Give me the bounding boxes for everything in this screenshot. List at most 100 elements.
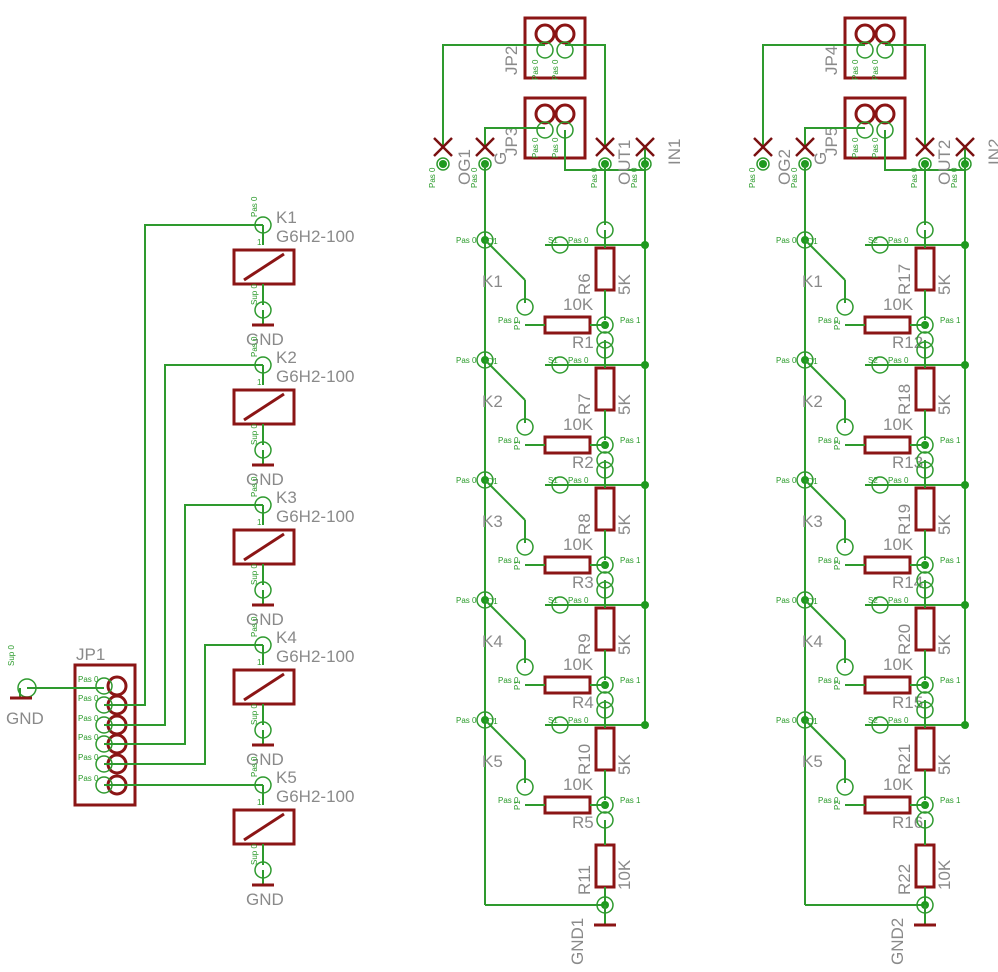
series-pad xyxy=(916,581,934,599)
switch-s-text: S2 xyxy=(868,356,878,365)
terminal-pin-text: Pas 0 xyxy=(630,167,639,188)
ladder-gnd-label: GND1 xyxy=(568,918,587,965)
relay-sup-text: Sup 0 xyxy=(250,424,259,445)
jp1-body xyxy=(73,663,137,807)
shunt-resistor xyxy=(543,795,592,815)
switch-p-text: P1 xyxy=(513,320,522,330)
switch-pin-text: Pas 0 xyxy=(456,476,477,485)
series-ref: R9 xyxy=(575,633,594,655)
switch-p-text: P2 xyxy=(833,680,842,690)
relay-gnd-label: GND xyxy=(246,470,284,489)
relay-sup-text: Sup 0 xyxy=(250,564,259,585)
header-pin xyxy=(554,23,576,45)
series-resistor xyxy=(914,246,936,292)
series-ref: R17 xyxy=(895,264,914,295)
terminal-out-label: OUT2 xyxy=(935,140,954,185)
header-pin-text: Pas 0 xyxy=(551,137,560,158)
junction-dot xyxy=(641,721,649,729)
term-ref: R22 xyxy=(895,864,914,895)
relay-coil-diagonal xyxy=(243,672,285,702)
terminal-out-label: OUT1 xyxy=(615,140,634,185)
gnd-label-left: GND xyxy=(6,709,44,728)
series-pad xyxy=(596,701,614,719)
switch-pad-left xyxy=(476,471,494,489)
header-pin xyxy=(554,103,576,125)
terminal-og-label: OG2 xyxy=(775,149,794,185)
switch-s-text: S1 xyxy=(548,716,558,725)
terminal-pad xyxy=(756,157,770,171)
switch-pin-text: Pas 0 xyxy=(776,716,797,725)
switch-p-text: P1 xyxy=(513,800,522,810)
switch-s-text: S2 xyxy=(868,716,878,725)
switch-pad-left xyxy=(476,591,494,609)
switch-relay-label: K1 xyxy=(482,272,503,291)
shunt-value: 10K xyxy=(883,535,914,554)
shunt-resistor xyxy=(863,795,912,815)
relay-sup-text: Sup 0 xyxy=(250,844,259,865)
switch-s-text: S2 xyxy=(868,236,878,245)
terminal-in-label: IN1 xyxy=(665,139,684,165)
shunt-pin-text: Pas 1 xyxy=(620,316,641,325)
relay-gnd-label: GND xyxy=(246,330,284,349)
series-resistor xyxy=(594,606,616,652)
series-ref: R18 xyxy=(895,384,914,415)
switch-blade xyxy=(484,599,526,641)
series-resistor xyxy=(914,486,936,532)
terminal-in-label: IN2 xyxy=(985,139,998,165)
relay-ref: K3 xyxy=(276,488,297,507)
shunt-pin-text: Pas 1 xyxy=(940,316,961,325)
header-pad xyxy=(876,41,894,59)
shunt-pin-text-left: Pas 0 xyxy=(818,556,839,565)
switch-relay-label: K4 xyxy=(802,632,823,651)
series-resistor xyxy=(594,726,616,772)
shunt-value: 10K xyxy=(563,775,594,794)
series-pad xyxy=(596,341,614,359)
switch-q-text: Q1 xyxy=(807,477,818,486)
series-value: 5K xyxy=(615,634,634,655)
relay-pin-text: Pas 0 xyxy=(250,616,259,637)
relay-pin-num: 1 xyxy=(257,798,262,807)
switch-blade xyxy=(804,719,846,761)
term-ref: R11 xyxy=(575,865,594,895)
relay-pin-num: 1 xyxy=(257,658,262,667)
switch-p-text: P1 xyxy=(513,680,522,690)
switch-s-pas-text: Pas 0 xyxy=(888,476,909,485)
switch-s-text: S1 xyxy=(548,596,558,605)
relay-pin-text: Pas 0 xyxy=(250,196,259,217)
header-pin-text: Pas 0 xyxy=(531,137,540,158)
junction-dot xyxy=(759,160,767,168)
header-wire xyxy=(565,44,606,148)
relay-value: G6H2-100 xyxy=(276,507,354,526)
shunt-pin-text-left: Pas 0 xyxy=(498,436,519,445)
header-pin xyxy=(874,103,896,125)
terminal-pin-text: Pas 0 xyxy=(748,167,757,188)
switch-s-pas-text: Pas 0 xyxy=(568,476,589,485)
junction-dot xyxy=(961,721,969,729)
wire xyxy=(753,137,773,157)
junction-dot xyxy=(961,601,969,609)
switch-p-text: P2 xyxy=(833,800,842,810)
shunt-ref: R1 xyxy=(572,333,594,352)
header-top-label: JP4 xyxy=(822,46,841,75)
relay-pin-text: Pas 0 xyxy=(250,756,259,777)
series-ref: R20 xyxy=(895,624,914,655)
jp1-pin-text: Pas 0 xyxy=(78,753,99,762)
switch-relay-label: K3 xyxy=(482,512,503,531)
shunt-ref: R12 xyxy=(892,333,923,352)
shunt-pin-text-left: Pas 0 xyxy=(818,796,839,805)
switch-q-text: Q1 xyxy=(807,717,818,726)
terminal-pin-text: Pas 0 xyxy=(470,167,479,188)
switch-pad-common xyxy=(516,778,534,796)
relay-feed-wire xyxy=(104,644,263,765)
switch-q-text: Q1 xyxy=(487,597,498,606)
header-pin-text: Pas 0 xyxy=(871,59,880,80)
jp1-pin-text: Pas 0 xyxy=(78,733,99,742)
switch-s-pas-text: Pas 0 xyxy=(888,356,909,365)
shunt-ref: R2 xyxy=(572,453,594,472)
shunt-resistor xyxy=(543,675,592,695)
terminal-pin-text: Pas 0 xyxy=(590,167,599,188)
switch-pad-common xyxy=(836,418,854,436)
series-ref: R10 xyxy=(575,744,594,775)
shunt-pin-text: Pas 1 xyxy=(940,436,961,445)
